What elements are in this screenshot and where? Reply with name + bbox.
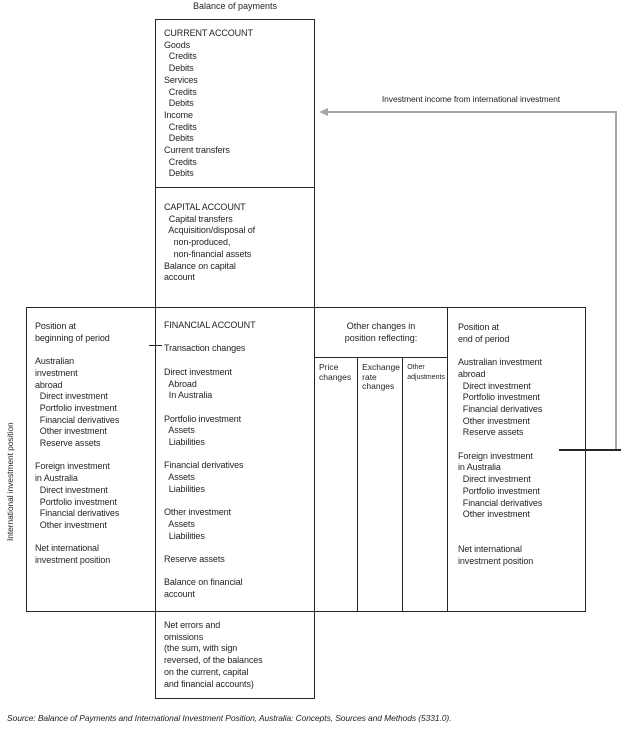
column-exchange-rate-changes: Exchange rate changes [358,358,404,611]
arrow-vertical-line [615,111,617,450]
net-errors-omissions-box: Net errors and omissions (the sum, with … [155,611,315,699]
current-account-box: CURRENT ACCOUNT Goods Credits Debits Ser… [155,19,315,188]
financial-account-box: FINANCIAL ACCOUNT Transaction changes Di… [155,307,315,612]
arrow-horizontal-line [328,111,617,113]
source-note: Source: Balance of Payments and Internat… [7,713,452,723]
current-account-text: CURRENT ACCOUNT Goods Credits Debits Ser… [164,28,253,179]
investment-income-arrow-label: Investment income from international inv… [381,94,561,104]
capital-account-text: CAPITAL ACCOUNT Capital transfers Acquis… [164,202,256,283]
column-price-changes: Price changes [315,358,359,611]
financial-account-text: FINANCIAL ACCOUNT Transaction changes Di… [164,320,256,600]
other-changes-heading: Other changes in position reflecting: [315,308,447,358]
international-investment-position-label: International investment position [5,422,15,542]
diagram-title: Balance of payments [192,1,278,11]
position-end-box: Position at end of period Australian inv… [447,307,586,612]
position-end-arrow-connector-line [559,449,621,451]
net-errors-omissions-text: Net errors and omissions (the sum, with … [164,620,263,689]
other-changes-columns: Price changes Exchange rate changes Othe… [315,358,447,611]
position-beginning-box: Position at beginning of period Australi… [26,307,156,612]
position-beginning-text: Position at beginning of period Australi… [35,321,120,566]
column-other-adjustments: Other adjustments [407,364,445,381]
other-changes-box: Other changes in position reflecting: Pr… [314,307,448,612]
capital-account-box: CAPITAL ACCOUNT Capital transfers Acquis… [155,187,315,308]
position-end-text: Position at end of period Australian inv… [458,322,543,567]
left-arrowhead-icon [319,108,328,116]
beginning-to-financial-connector-tick [149,345,162,346]
